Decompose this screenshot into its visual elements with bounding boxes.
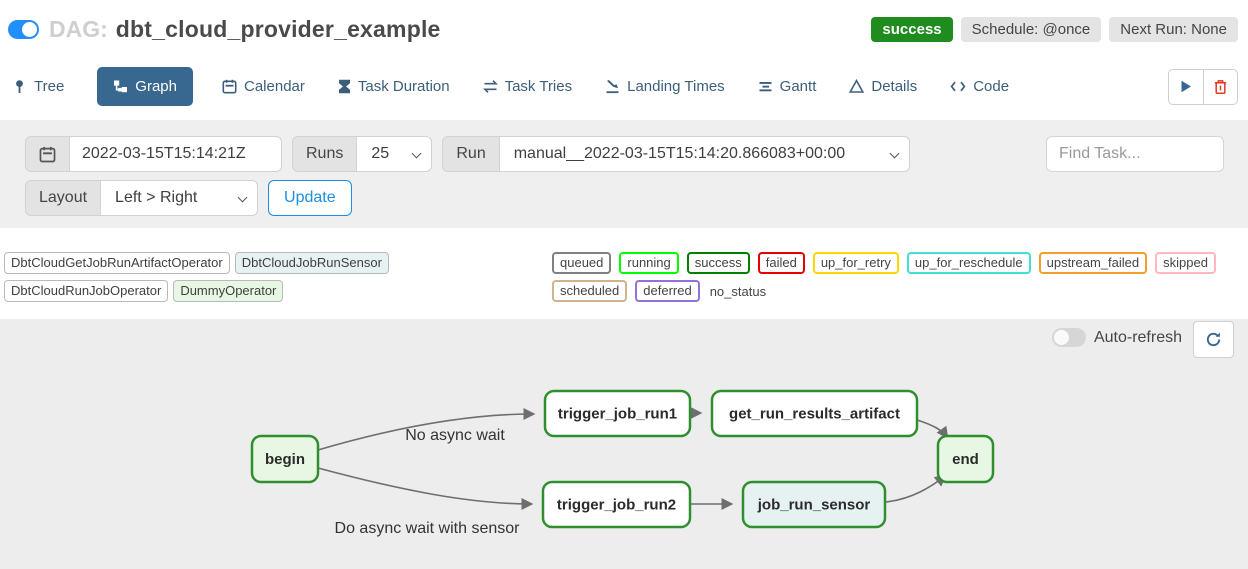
tab-task-duration[interactable]: Task Duration xyxy=(338,68,450,105)
status-badge-up-for-reschedule[interactable]: up_for_reschedule xyxy=(906,252,1031,274)
runs-label: Runs xyxy=(292,136,358,172)
tab-gantt[interactable]: Gantt xyxy=(758,68,817,105)
schedule-badge: Schedule: @once xyxy=(960,17,1102,42)
tab-label: Graph xyxy=(135,78,177,95)
status-badge-no-status[interactable]: no_status xyxy=(707,280,769,302)
edge-label: Do async wait with sensor xyxy=(335,520,521,537)
tab-label: Task Tries xyxy=(504,78,573,95)
graph-icon xyxy=(114,80,128,93)
tab-label: Task Duration xyxy=(357,78,450,95)
dag-graph: No async wait Do async wait with sensor be… xyxy=(250,389,995,537)
tab-label: Details xyxy=(871,78,918,95)
edge-begin-to-trigger_job_run2 xyxy=(317,467,534,510)
operator-badge[interactable]: DbtCloudJobRunSensor xyxy=(234,252,389,274)
edge-label: No async wait xyxy=(405,427,505,444)
landing-icon xyxy=(606,80,619,94)
auto-refresh-toggle[interactable] xyxy=(1051,328,1086,347)
tab-code[interactable]: Code xyxy=(950,68,1009,105)
tab-label: Code xyxy=(973,78,1010,95)
tree-icon xyxy=(16,80,23,93)
status-badge[interactable]: success xyxy=(871,17,953,42)
gantt-icon xyxy=(759,82,772,92)
status-badge-upstream-failed[interactable]: upstream_failed xyxy=(1038,252,1148,274)
graph-node-trigger_job_run2[interactable]: trigger_job_run2 xyxy=(541,480,692,529)
status-legend: queued running success failed up_for_ret… xyxy=(552,252,1244,302)
update-button[interactable]: Update xyxy=(268,180,352,216)
filter-band: Runs 25 Run manual__2022-03-15T15:14:20.… xyxy=(0,120,1248,228)
base-date-addon xyxy=(25,136,70,172)
status-badge-success[interactable]: success xyxy=(686,252,750,274)
tab-calendar[interactable]: Calendar xyxy=(222,68,305,105)
hourglass-icon xyxy=(338,79,350,94)
repeat-icon xyxy=(482,80,498,93)
operator-badge[interactable]: DbtCloudRunJobOperator xyxy=(4,280,169,302)
find-task-input[interactable] xyxy=(1046,136,1224,172)
dag-graph-panel: No async wait Do async wait with sensor be… xyxy=(0,319,1248,569)
view-tabbar: Tree Graph Calendar Task Duration Task T… xyxy=(12,67,1238,106)
graph-node-job_run_sensor[interactable]: job_run_sensor xyxy=(741,480,887,529)
status-badge-running[interactable]: running xyxy=(619,252,679,274)
tab-graph[interactable]: Graph xyxy=(97,67,193,106)
graph-node-trigger_job_run1[interactable]: trigger_job_run1 xyxy=(543,389,692,438)
graph-node-label: get_run_results_artifact xyxy=(729,406,900,423)
tab-label: Tree xyxy=(34,78,65,95)
trash-icon xyxy=(1214,79,1227,94)
graph-node-begin[interactable]: begin xyxy=(250,434,320,484)
next-run-badge: Next Run: None xyxy=(1109,17,1238,42)
status-badge-up-for-retry[interactable]: up_for_retry xyxy=(812,252,899,274)
details-icon xyxy=(849,79,865,93)
base-date-input[interactable] xyxy=(70,136,282,172)
edge-begin-to-trigger_job_run1 xyxy=(317,408,536,451)
graph-node-get_run_results_artifact[interactable]: get_run_results_artifact xyxy=(710,389,919,438)
status-badge-scheduled[interactable]: scheduled xyxy=(552,280,628,302)
operator-legend: DbtCloudGetJobRunArtifactOperator DbtClo… xyxy=(4,252,552,302)
dag-title: dbt_cloud_provider_example xyxy=(115,16,441,42)
graph-node-end[interactable]: end xyxy=(936,434,995,484)
delete-dag-button[interactable] xyxy=(1203,68,1238,105)
edge-get_run_results_artifact-to-end xyxy=(916,419,949,439)
status-badge-skipped[interactable]: skipped xyxy=(1155,252,1216,274)
refresh-button[interactable] xyxy=(1193,321,1234,358)
play-icon xyxy=(1181,80,1191,93)
graph-node-label: trigger_job_run1 xyxy=(558,406,677,423)
chevron-down-icon xyxy=(411,148,422,159)
graph-node-label: begin xyxy=(265,451,305,468)
graph-node-label: end xyxy=(952,451,979,468)
operator-badge[interactable]: DummyOperator xyxy=(173,280,284,302)
calendar-icon xyxy=(39,146,56,162)
status-badge-failed[interactable]: failed xyxy=(757,252,805,274)
graph-node-label: trigger_job_run2 xyxy=(557,497,676,514)
dag-header: DAG: dbt_cloud_provider_example success … xyxy=(0,0,1248,43)
layout-select[interactable]: Left > Right xyxy=(101,180,259,216)
chevron-down-icon xyxy=(889,148,900,159)
tab-landing-times[interactable]: Landing Times xyxy=(605,68,725,105)
code-icon xyxy=(950,81,966,92)
run-select[interactable]: manual__2022-03-15T15:14:20.866083+00:00 xyxy=(499,136,910,172)
trigger-dag-button[interactable] xyxy=(1168,68,1203,105)
auto-refresh-label: Auto-refresh xyxy=(1093,328,1182,346)
runs-select[interactable]: 25 xyxy=(357,136,433,172)
layout-label: Layout xyxy=(25,180,102,216)
edge-job_run_sensor-to-end xyxy=(885,474,947,503)
dag-prefix-label: DAG: xyxy=(49,16,108,42)
status-badge-queued[interactable]: queued xyxy=(552,252,612,274)
tab-label: Landing Times xyxy=(627,78,725,95)
legend: DbtCloudGetJobRunArtifactOperator DbtClo… xyxy=(4,252,1244,302)
tab-details[interactable]: Details xyxy=(849,68,917,105)
chevron-down-icon xyxy=(237,192,248,203)
tab-label: Gantt xyxy=(779,78,817,95)
dag-pause-toggle[interactable] xyxy=(8,20,39,39)
status-badge-deferred[interactable]: deferred xyxy=(635,280,700,302)
refresh-icon xyxy=(1206,332,1221,347)
run-label: Run xyxy=(442,136,500,172)
tab-label: Calendar xyxy=(244,78,305,95)
graph-node-label: job_run_sensor xyxy=(757,497,871,514)
calendar-icon xyxy=(222,79,237,94)
tab-tree[interactable]: Tree xyxy=(12,68,64,105)
operator-badge[interactable]: DbtCloudGetJobRunArtifactOperator xyxy=(4,252,230,274)
tab-task-tries[interactable]: Task Tries xyxy=(482,68,573,105)
